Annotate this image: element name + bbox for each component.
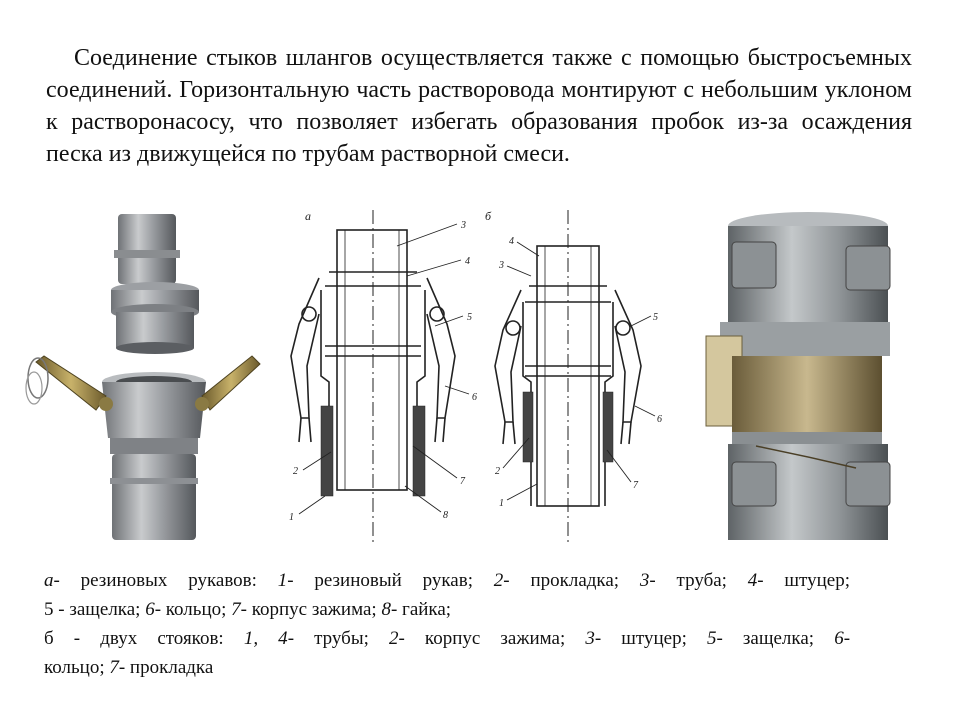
label-a-2: 2 — [293, 466, 298, 477]
caption-segment: - корпус зажима; — [240, 599, 382, 620]
caption-line-1: а- резиновых рукавов: 1- резиновый рукав… — [44, 566, 850, 595]
label-a-3: 3 — [460, 220, 466, 231]
caption-segment: 4 — [747, 570, 758, 591]
caption-segment: 2 — [388, 628, 399, 649]
label-a-4: 4 — [465, 256, 470, 267]
caption-segment: - штуцер; — [757, 570, 850, 591]
caption-line-4: кольцо; 7- прокладка — [44, 653, 850, 682]
label-b-7: 7 — [633, 480, 639, 491]
caption-segment: 6 — [145, 599, 155, 620]
caption-segment: кольцо; — [44, 657, 110, 678]
caption-segment: - трубы; — [287, 628, 389, 649]
caption-segment: 1 — [277, 570, 288, 591]
coupling-section-diagram: а 3 4 5 6 7 8 2 1 б — [285, 206, 670, 546]
label-b-4: 4 — [509, 236, 514, 247]
label-b-1: 1 — [499, 498, 504, 509]
caption-segment: 2 — [493, 570, 504, 591]
caption-segment: - прокладка; — [503, 570, 640, 591]
label-a-8: 8 — [443, 510, 448, 521]
caption-segment: - прокладка — [118, 657, 214, 678]
caption-segment: б - двух стояков: — [44, 628, 244, 649]
caption-segment: - штуцер; — [594, 628, 707, 649]
caption-segment: 5 — [706, 628, 717, 649]
caption-segment: 7 — [109, 657, 119, 678]
caption-segment: 5 - защелка; — [44, 599, 146, 620]
caption-segment: 3 — [585, 628, 595, 649]
panel-a-label: а — [305, 209, 311, 223]
caption-segment: - — [843, 628, 851, 649]
caption-line-2: 5 - защелка; 6- кольцо; 7- корпус зажима… — [44, 595, 850, 624]
caption-segment: - кольцо; — [154, 599, 232, 620]
label-b-3: 3 — [498, 260, 504, 271]
caption-segment: - корпус зажима; — [398, 628, 586, 649]
label-a-6: 6 — [472, 392, 477, 403]
caption-segment: а — [44, 570, 54, 591]
body-paragraph: Соединение стыков шлангов осуществляется… — [46, 45, 912, 167]
caption-segment: 6 — [834, 628, 844, 649]
label-b-5: 5 — [653, 312, 658, 323]
label-b-6: 6 — [657, 414, 662, 425]
label-a-5: 5 — [467, 312, 472, 323]
label-b-2: 2 — [495, 466, 500, 477]
panel-b-label: б — [485, 209, 492, 223]
caption-segment: - гайка; — [390, 599, 452, 620]
caption-segment: 3 — [639, 570, 650, 591]
camlock-coupling-photo — [14, 206, 274, 546]
caption-segment: 7 — [231, 599, 241, 620]
label-a-1: 1 — [289, 512, 294, 523]
caption-segment: - труба; — [649, 570, 748, 591]
caption-segment: 8 — [381, 599, 391, 620]
caption-segment: - защелка; — [716, 628, 835, 649]
caption-segment: 1, 4 — [243, 628, 288, 649]
assembled-coupling-photo — [696, 206, 896, 546]
caption-segment: - резиновых рукавов: — [53, 570, 278, 591]
figure-caption: а- резиновых рукавов: 1- резиновый рукав… — [44, 566, 850, 682]
label-a-7: 7 — [460, 476, 466, 487]
caption-line-3: б - двух стояков: 1, 4- трубы; 2- корпус… — [44, 624, 850, 653]
caption-segment: - резиновый рукав; — [287, 570, 494, 591]
